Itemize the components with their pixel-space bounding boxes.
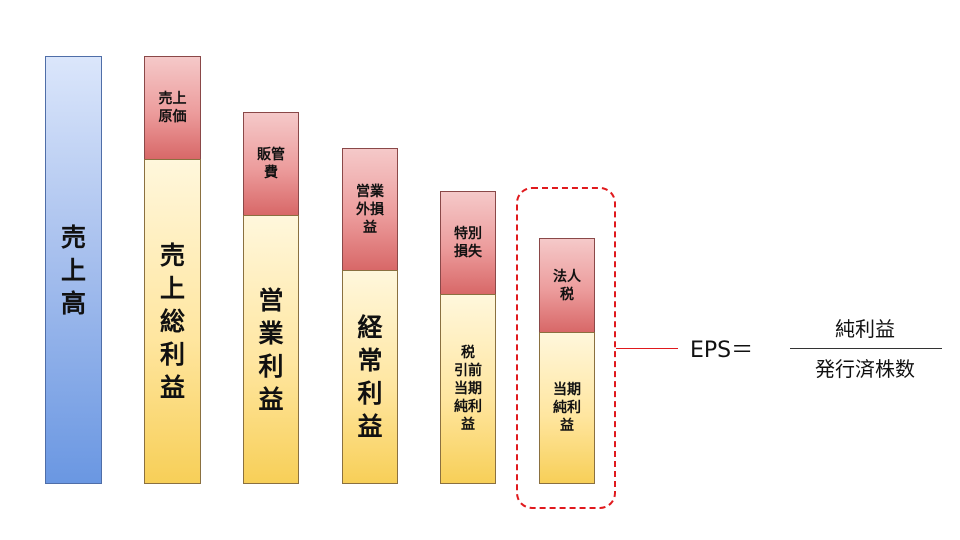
- ordinary-income-label: 経 常 利 益: [357, 313, 383, 441]
- gross-profit-label: 売 上 総 利 益: [159, 241, 185, 402]
- pretax-income-segment: 税 引前 当期 純利 益: [440, 294, 496, 484]
- net-income-segment: 当期 純利 益: [539, 332, 595, 484]
- net-income-highlight: [516, 187, 616, 509]
- column-operating-income: 販管 費 営 業 利 益: [243, 112, 299, 484]
- cost-of-sales-label: 売上 原価: [158, 91, 187, 125]
- column-gross-profit: 売上 原価 売 上 総 利 益: [144, 56, 201, 484]
- corporate-tax-label: 法人 税: [553, 268, 581, 303]
- non-operating-segment: 営業 外損 益: [342, 148, 398, 271]
- gross-profit-segment: 売 上 総 利 益: [144, 159, 201, 484]
- column-pretax-income: 特別 損失 税 引前 当期 純利 益: [440, 191, 496, 484]
- eps-label: EPS＝: [690, 338, 754, 363]
- column-ordinary-income: 営業 外損 益 経 常 利 益: [342, 148, 398, 484]
- operating-income-segment: 営 業 利 益: [243, 215, 299, 484]
- net-income-label: 当期 純利 益: [553, 382, 581, 434]
- pretax-income-label: 税 引前 当期 純利 益: [454, 345, 482, 433]
- sga-label: 販管 費: [257, 147, 285, 181]
- cost-of-sales-segment: 売上 原価: [144, 56, 201, 160]
- operating-income-label: 営 業 利 益: [258, 285, 284, 414]
- extraordinary-loss-label: 特別 損失: [454, 226, 482, 260]
- corporate-tax-segment: 法人 税: [539, 238, 595, 333]
- sales-label: 売 上 高: [60, 222, 86, 318]
- sales-segment: 売 上 高: [45, 56, 102, 484]
- eps-numerator: 純利益: [835, 317, 895, 341]
- extraordinary-loss-segment: 特別 損失: [440, 191, 496, 295]
- ordinary-income-segment: 経 常 利 益: [342, 270, 398, 484]
- non-operating-label: 営業 外損 益: [356, 183, 384, 236]
- column-sales: 売 上 高: [45, 56, 102, 484]
- sga-segment: 販管 費: [243, 112, 299, 216]
- fraction-line: [790, 348, 942, 349]
- column-net-income: 法人 税 当期 純利 益: [539, 238, 595, 484]
- eps-denominator: 発行済株数: [815, 357, 915, 381]
- connector-line: [616, 348, 678, 349]
